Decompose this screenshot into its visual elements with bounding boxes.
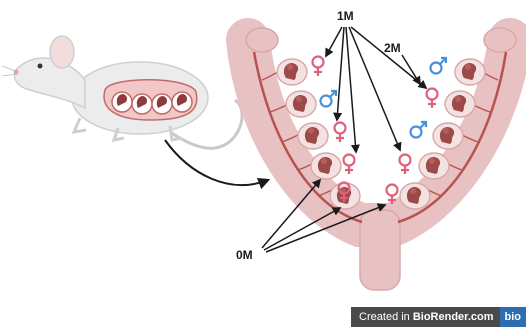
embryo-sac (400, 183, 430, 209)
embryo-sac (445, 91, 475, 117)
biorender-credit[interactable]: Created in BioRender.com bio (351, 307, 526, 327)
label-0m: 0M (236, 249, 253, 261)
male-symbol-icon (431, 58, 447, 74)
female-symbol-icon (344, 155, 355, 175)
pointer-arrow-1m (337, 27, 344, 120)
embryo-sac (298, 123, 328, 149)
pointer-arrow-1m (326, 27, 342, 56)
embryo-sac (311, 153, 341, 179)
pointer-arrow-1m (346, 27, 356, 152)
credit-prefix: Created in (359, 311, 410, 323)
pointer-arrow-2m (402, 55, 420, 84)
male-symbol-icon (411, 122, 427, 138)
mouse-illustration (2, 36, 242, 148)
embryo-sac (433, 123, 463, 149)
female-symbol-icon (313, 57, 324, 77)
male-symbol-icon (321, 91, 337, 107)
label-2m: 2M (384, 42, 401, 54)
embryo-sac (277, 59, 307, 85)
mouse-embryo (112, 92, 132, 112)
embryo-sac (286, 91, 316, 117)
embryo-sac (419, 153, 449, 179)
female-symbol-icon (400, 155, 411, 175)
credit-brand: BioRender.com (413, 311, 494, 323)
mouse-embryo (152, 94, 172, 114)
label-1m: 1M (337, 10, 354, 22)
mouse-embryo (172, 92, 192, 112)
female-symbol-icon (335, 123, 346, 143)
mouse-embryo (132, 94, 152, 114)
credit-badge: bio (500, 307, 526, 327)
female-symbol-icon (427, 89, 438, 109)
female-symbol-icon (387, 185, 398, 205)
uterus-diagram (246, 28, 516, 290)
embryo-sac (455, 59, 485, 85)
